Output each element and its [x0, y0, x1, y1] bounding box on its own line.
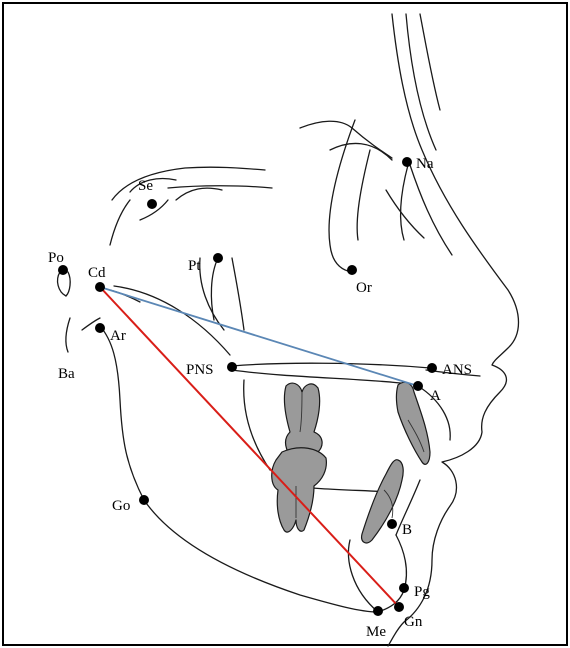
landmark-or-label: Or — [356, 280, 372, 296]
landmark-pg-label: Pg — [414, 584, 430, 600]
landmark-gn-point — [394, 602, 404, 612]
landmark-po-point — [58, 265, 68, 275]
landmark-se-label: Se — [138, 178, 153, 194]
measurement-lines — [100, 287, 418, 607]
landmark-b-label: B — [402, 522, 412, 538]
landmark-na-label: Na — [416, 156, 434, 172]
teeth — [272, 382, 430, 543]
cd-gn-line — [100, 287, 399, 607]
landmark-ar-label: Ar — [110, 328, 126, 344]
landmark-points — [58, 157, 437, 616]
lower-incisor — [362, 460, 404, 543]
landmark-pt-label: Pt — [188, 258, 201, 274]
landmark-po-label: Po — [48, 250, 64, 266]
landmark-me-label: Me — [366, 624, 386, 640]
landmark-ar-point — [95, 323, 105, 333]
landmark-ans-point — [427, 363, 437, 373]
landmark-gn-label: Gn — [404, 614, 423, 630]
landmark-me-point — [373, 606, 383, 616]
mandible-outline — [100, 286, 420, 612]
maxilla-outline — [232, 363, 480, 492]
landmark-pns-point — [227, 362, 237, 372]
landmark-cd-point — [95, 282, 105, 292]
landmark-ans-label: ANS — [442, 362, 472, 378]
landmark-b-point — [387, 519, 397, 529]
landmark-se-point — [147, 199, 157, 209]
landmark-pt-point — [213, 253, 223, 263]
landmark-a-point — [413, 381, 423, 391]
landmark-cd-label: Cd — [88, 265, 106, 281]
upper-molar — [284, 383, 322, 456]
landmark-pns-label: PNS — [186, 362, 214, 378]
landmark-a-label: A — [430, 388, 441, 404]
landmark-na-point — [402, 157, 412, 167]
soft-tissue-profile — [388, 14, 519, 646]
landmark-or-point — [347, 265, 357, 275]
landmark-pg-point — [399, 583, 409, 593]
upper-incisor — [397, 382, 431, 464]
landmark-go-label: Go — [112, 498, 130, 514]
cranial-base-outline — [58, 120, 452, 352]
landmark-ba-label: Ba — [58, 366, 75, 382]
landmark-go-point — [139, 495, 149, 505]
cd-a-line — [100, 287, 418, 386]
